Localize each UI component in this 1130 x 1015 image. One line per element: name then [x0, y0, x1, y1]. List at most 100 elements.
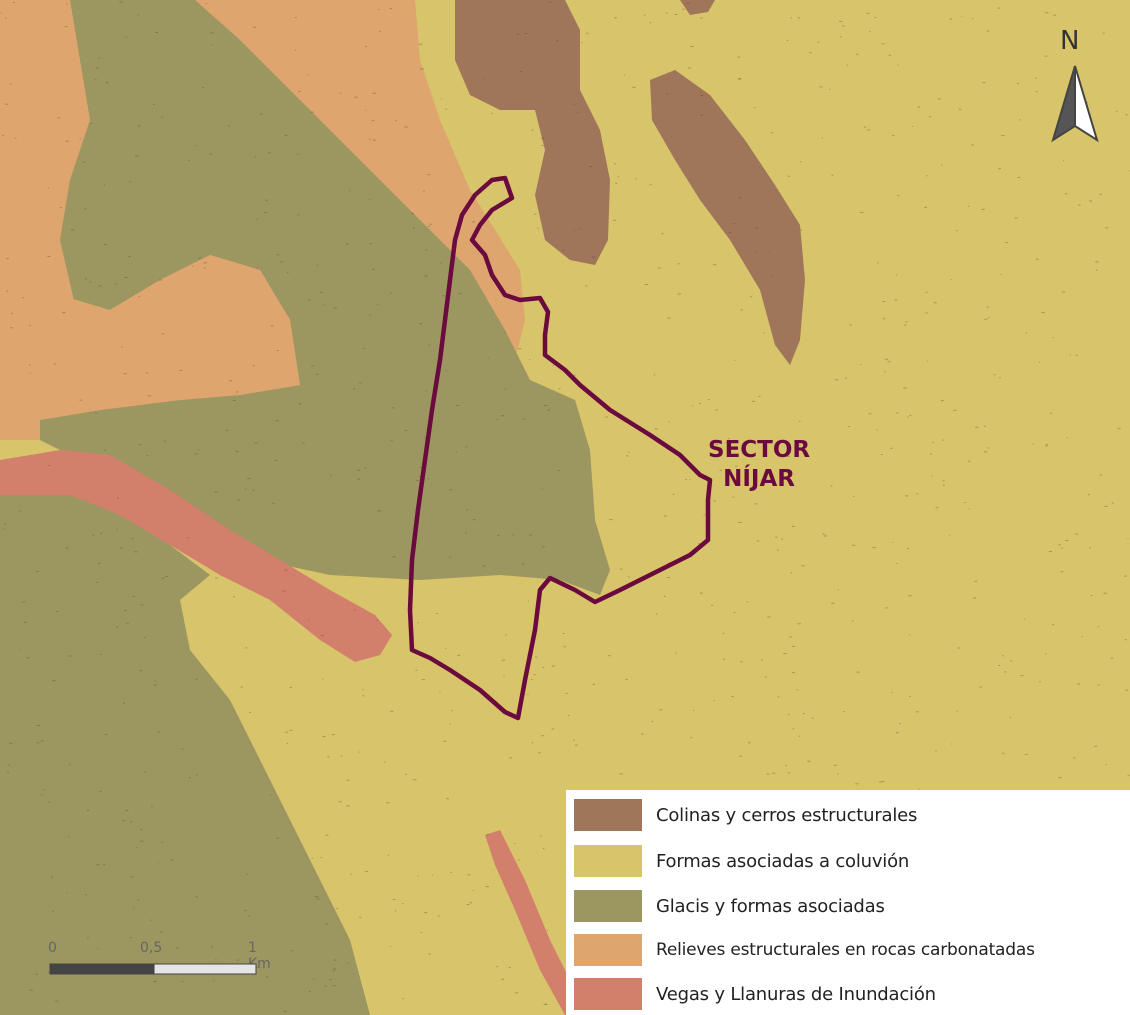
sector-nijar-boundary[interactable]: [407, 175, 713, 721]
texture-speck: [254, 442, 258, 444]
texture-speck: [789, 636, 792, 638]
texture-speck: [228, 125, 230, 127]
texture-speck: [998, 168, 1001, 170]
legend-swatch: [574, 799, 642, 831]
texture-speck: [690, 46, 694, 47]
texture-speck: [439, 691, 441, 693]
unit-vegas-band: [0, 450, 392, 662]
texture-speck: [1045, 653, 1047, 655]
texture-speck: [707, 399, 710, 401]
texture-speck: [869, 31, 871, 32]
texture-speck: [2, 134, 5, 136]
texture-speck: [125, 809, 129, 811]
texture-speck: [252, 365, 255, 367]
texture-speck: [967, 460, 971, 462]
texture-speck: [1063, 160, 1065, 162]
texture-speck: [524, 33, 528, 34]
texture-speck: [116, 626, 119, 628]
texture-speck: [700, 95, 703, 96]
texture-speck: [364, 467, 367, 469]
texture-speck: [821, 137, 823, 139]
texture-speck: [66, 3, 68, 5]
texture-speck: [649, 184, 652, 186]
texture-speck: [746, 601, 749, 603]
texture-speck: [975, 426, 979, 428]
texture-speck: [1093, 745, 1098, 747]
texture-speck: [48, 971, 50, 973]
texture-speck: [98, 57, 100, 59]
texture-speck: [839, 20, 843, 22]
texture-speck: [892, 541, 893, 543]
texture-speck: [192, 265, 194, 267]
texture-speck: [997, 7, 1001, 9]
texture-speck: [711, 604, 714, 606]
legend-swatch: [574, 934, 642, 966]
texture-speck: [876, 429, 878, 431]
texture-speck: [1077, 683, 1081, 685]
texture-speck: [540, 835, 542, 837]
texture-speck: [557, 470, 560, 471]
texture-speck: [331, 734, 335, 736]
texture-speck: [866, 12, 870, 14]
texture-speck: [552, 365, 554, 367]
texture-speck: [852, 495, 855, 497]
texture-speck: [1104, 505, 1108, 507]
texture-speck: [772, 275, 774, 277]
texture-speck: [665, 12, 668, 14]
texture-speck: [692, 405, 694, 407]
texture-speck: [884, 358, 889, 360]
texture-speck: [1090, 595, 1093, 596]
texture-speck: [1001, 135, 1005, 136]
texture-speck: [791, 525, 795, 527]
texture-speck: [329, 979, 332, 981]
texture-speck: [531, 742, 534, 744]
texture-speck: [413, 227, 415, 229]
texture-speck: [198, 257, 201, 259]
texture-speck: [1061, 547, 1063, 549]
texture-speck: [264, 212, 268, 214]
texture-speck: [935, 750, 937, 752]
texture-speck: [1005, 242, 1008, 244]
texture-speck: [926, 175, 928, 177]
texture-speck: [1014, 217, 1019, 219]
texture-speck: [801, 565, 805, 567]
texture-speck: [951, 743, 953, 745]
texture-speck: [790, 572, 792, 574]
texture-speck: [940, 400, 944, 402]
sector-label-line2: NÍJAR: [723, 466, 795, 492]
texture-speck: [1020, 675, 1024, 677]
texture-speck: [143, 771, 146, 773]
texture-speck: [689, 479, 691, 481]
texture-speck: [842, 25, 845, 27]
texture-speck: [181, 981, 184, 982]
texture-speck: [159, 931, 163, 933]
texture-speck: [1045, 12, 1049, 14]
texture-speck: [96, 67, 99, 69]
texture-speck: [837, 773, 839, 775]
texture-speck: [911, 125, 913, 127]
texture-speck: [420, 68, 422, 70]
texture-speck: [53, 363, 57, 365]
texture-speck: [275, 420, 279, 422]
texture-speck: [362, 689, 364, 691]
texture-speck: [641, 733, 644, 735]
texture-speck: [926, 360, 928, 362]
texture-speck: [654, 428, 658, 430]
texture-speck: [48, 801, 50, 803]
legend-label: Relieves estructurales en rocas carbonat…: [656, 940, 1035, 960]
texture-speck: [404, 126, 408, 128]
texture-speck: [981, 208, 985, 210]
texture-speck: [722, 632, 725, 634]
texture-speck: [369, 243, 373, 245]
texture-speck: [1002, 752, 1005, 754]
texture-speck: [6, 290, 8, 292]
texture-speck: [133, 907, 135, 909]
texture-speck: [1068, 36, 1071, 38]
texture-speck: [973, 597, 977, 599]
texture-speck: [449, 489, 452, 491]
texture-speck: [129, 181, 131, 183]
texture-speck: [308, 990, 311, 992]
texture-speck: [1004, 671, 1007, 673]
texture-speck: [734, 359, 736, 361]
texture-speck: [56, 611, 59, 612]
